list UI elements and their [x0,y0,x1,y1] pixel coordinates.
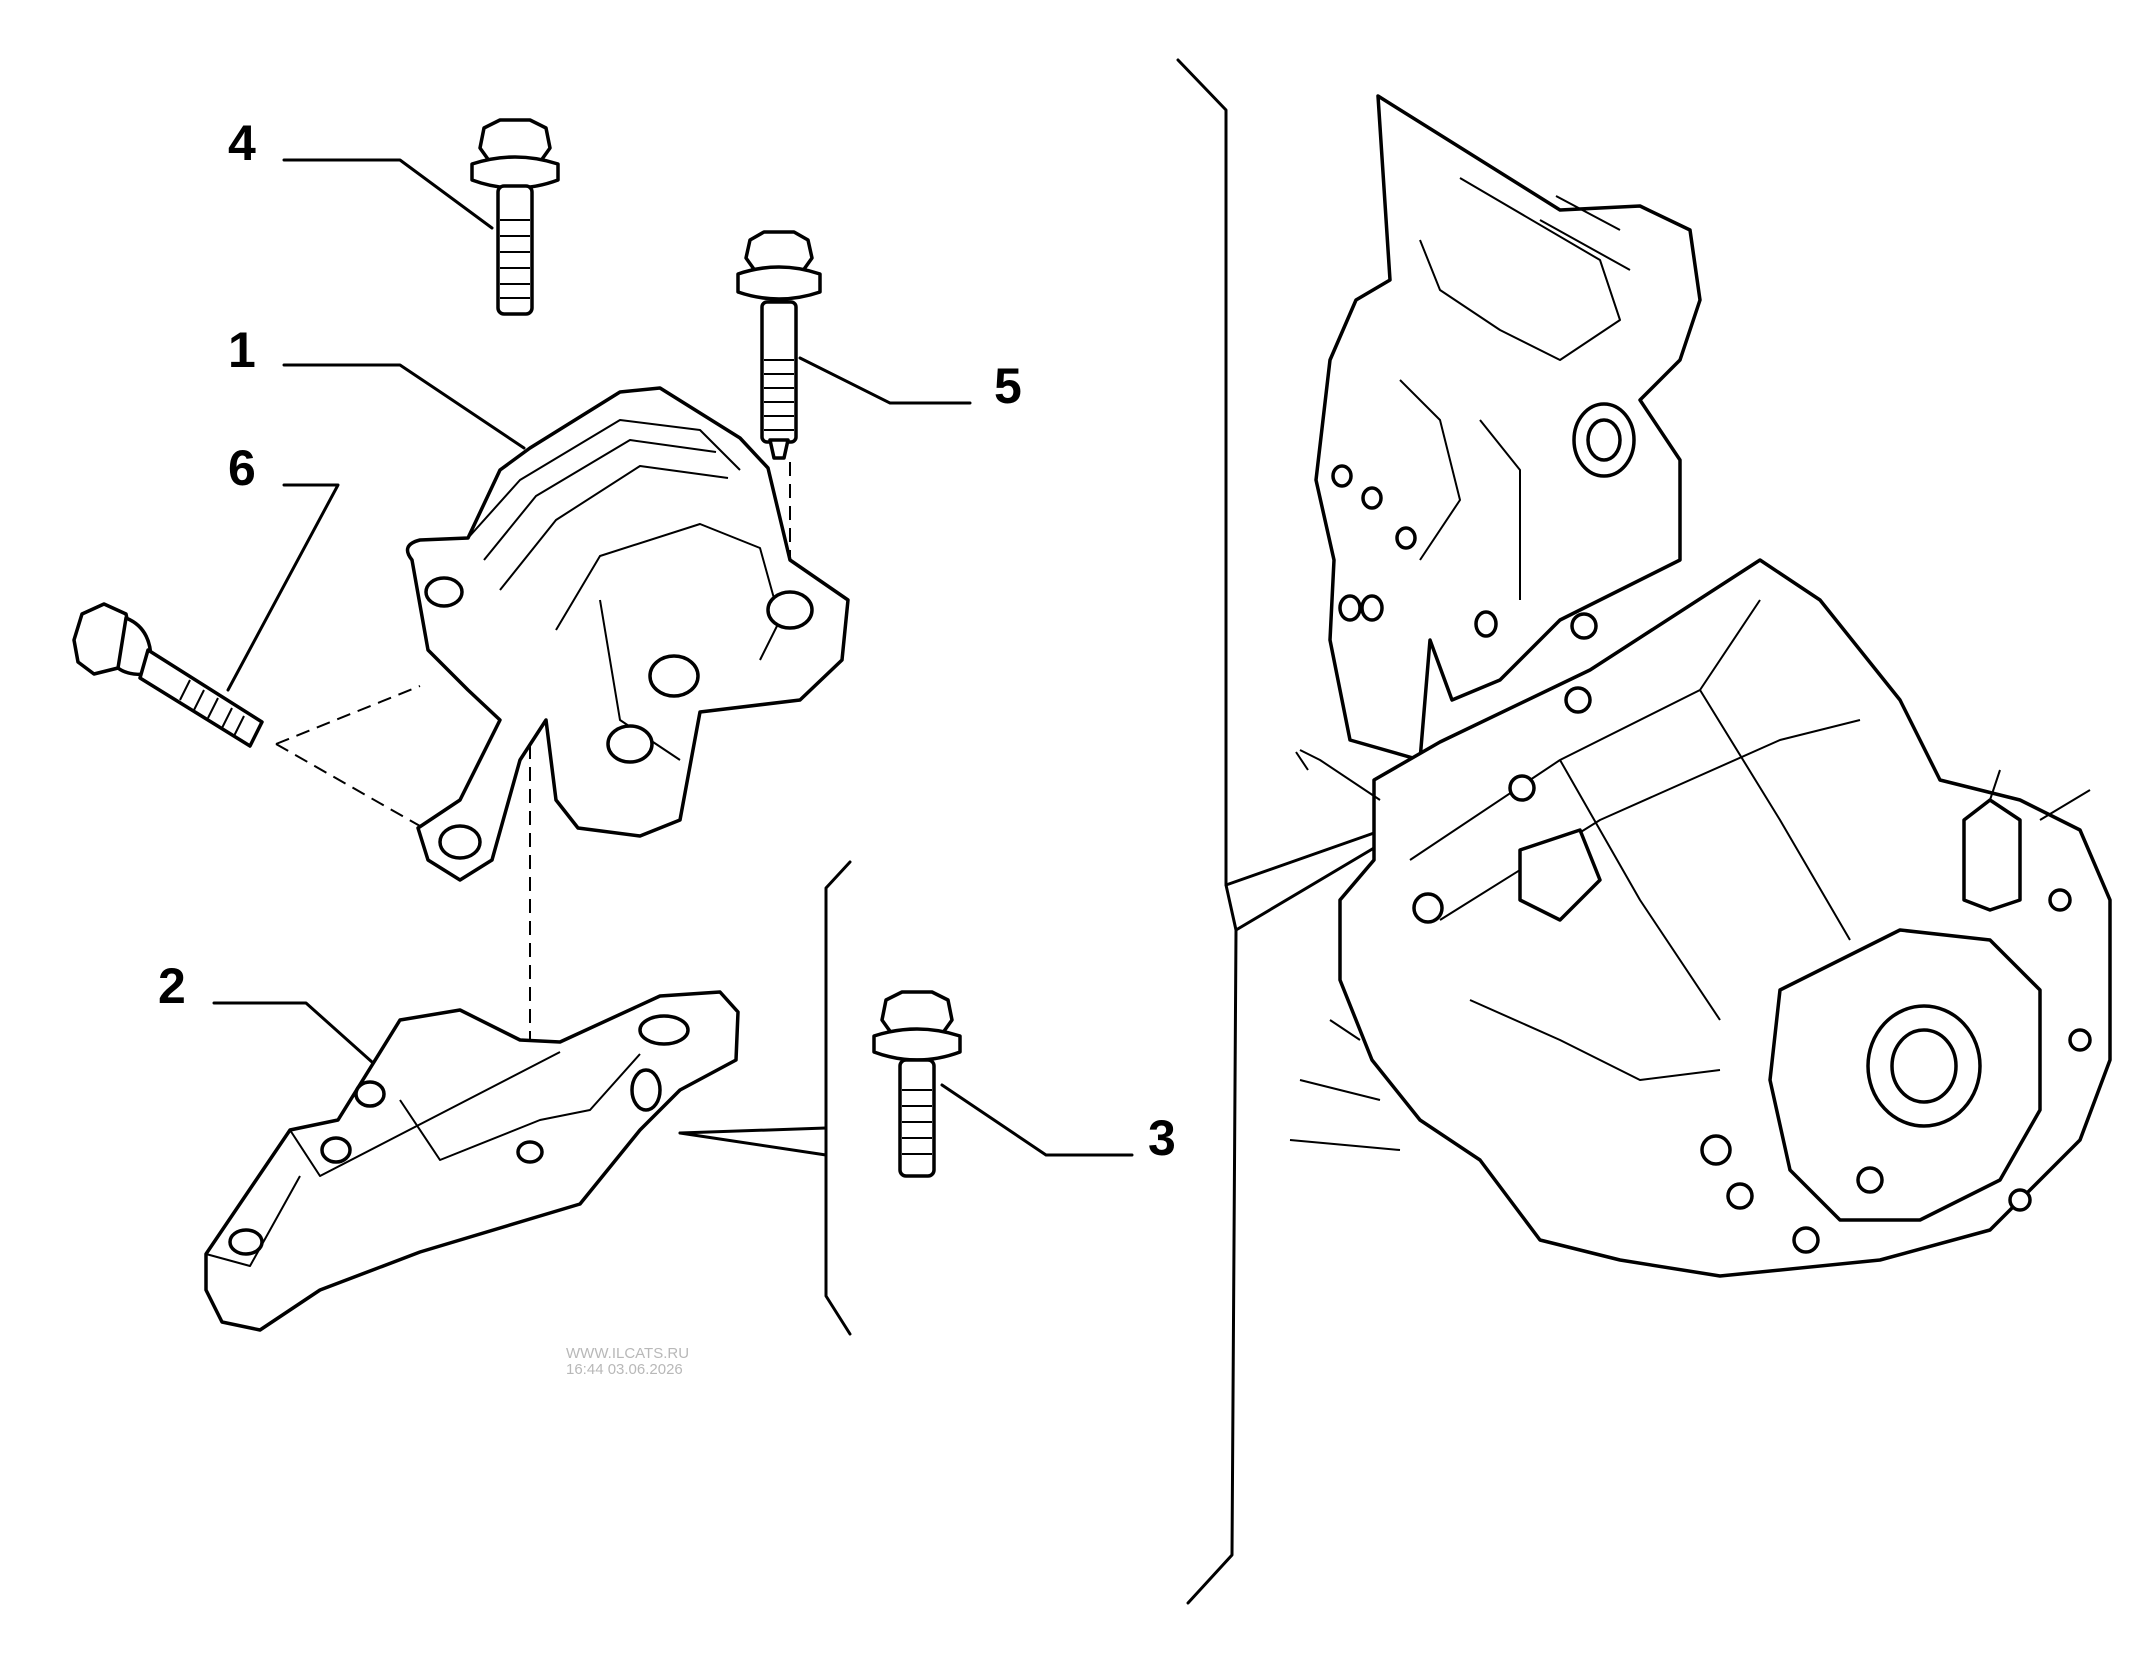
watermark-site: WWW.ILCATS.RU [566,1345,689,1362]
callout-2[interactable]: 2 [158,958,186,1014]
callout-4[interactable]: 4 [228,115,256,171]
leader-1 [282,363,526,450]
bracket-engine [1176,58,1238,1605]
bolt-4[interactable] [470,118,560,316]
leader-4 [282,158,494,230]
leader-2 [212,1001,374,1064]
callout-1[interactable]: 1 [228,322,256,378]
callout-6[interactable]: 6 [228,440,256,496]
engine-mount-part-1[interactable] [405,386,850,882]
watermark-timestamp: 16:44 03.06.2026 [566,1361,683,1378]
leader-lines [212,58,1376,1605]
bolt-5[interactable] [736,230,822,460]
bolt-3[interactable] [872,990,962,1178]
callout-3[interactable]: 3 [1148,1110,1176,1166]
bracket-2-3 [824,860,852,1336]
engine-gearbox-assembly [1289,94,2112,1278]
leader-5 [798,356,972,405]
bolt-6[interactable] [72,602,264,748]
leader-6 [226,483,340,692]
bracket-part-2[interactable] [204,990,740,1332]
callout-5[interactable]: 5 [994,358,1022,414]
leader-3 [940,1083,1134,1157]
